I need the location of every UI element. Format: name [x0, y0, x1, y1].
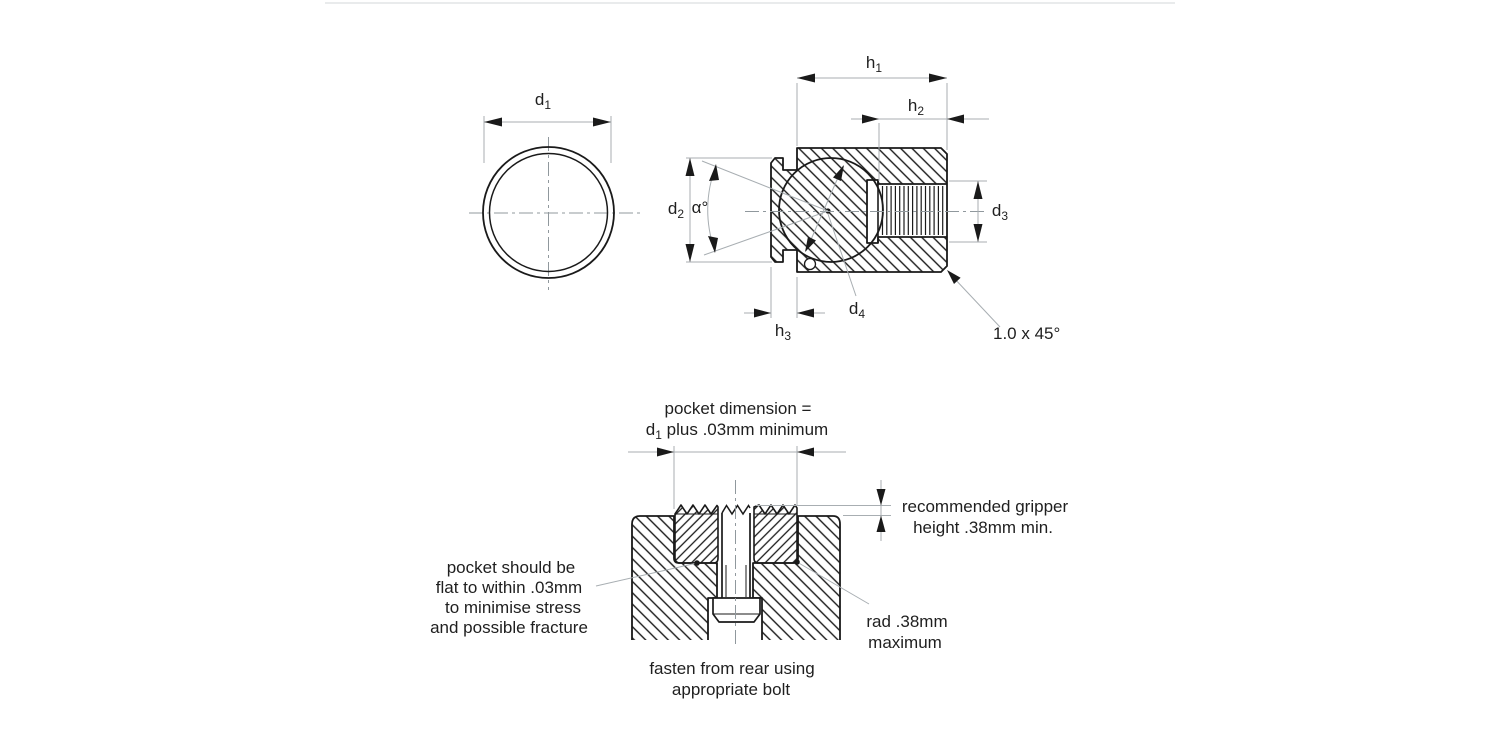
label-d3: d3 — [991, 201, 1009, 223]
label-h1: h1 — [865, 53, 883, 75]
chamfer-leader — [947, 270, 1001, 328]
bolt-head — [712, 597, 761, 623]
dim-h3 — [744, 267, 825, 318]
workpiece-left-fill — [632, 516, 717, 640]
label-h3: h3 — [774, 321, 792, 343]
radius-leader — [794, 559, 870, 605]
label-chamfer-note: 1.0 x 45° — [993, 324, 1061, 343]
gripper-height-note-line2: height .38mm min. — [913, 518, 1053, 537]
dim-d2 — [685, 157, 772, 263]
radius-note-line2: maximum — [868, 633, 942, 652]
serrations-over-bolt — [721, 504, 751, 516]
dim-h2 — [851, 114, 989, 181]
dim-d4 — [805, 165, 857, 297]
gripper-height-note-line1: recommended gripper — [901, 497, 1069, 516]
label-d2: d2 — [667, 199, 685, 221]
dim-alpha — [701, 160, 829, 256]
flatness-leader — [595, 560, 700, 587]
inner-diameter-circle — [488, 152, 609, 273]
bolt — [712, 513, 761, 623]
outer-diameter-circle — [482, 146, 615, 279]
ball-seat-relief — [803, 257, 817, 271]
pocket-dimension-note-line2: d1 plus .03mm minimum — [645, 420, 829, 442]
gripper-ball — [778, 157, 884, 263]
flatness-note-line3: to minimise stress — [444, 598, 582, 617]
front-view-centerlines — [469, 137, 640, 290]
front-view-art — [469, 116, 640, 290]
dim-d1 — [483, 116, 612, 163]
dim-gripper-height — [756, 480, 891, 541]
flatness-note-line2: flat to within .03mm — [435, 578, 583, 597]
label-h2: h2 — [907, 96, 925, 118]
section-view-art — [685, 73, 1001, 328]
dim-pocket — [628, 446, 846, 509]
fastening-note-line2: appropriate bolt — [671, 680, 791, 699]
label-d1: d1 — [534, 90, 552, 112]
flatness-note-line4: and possible fracture — [430, 618, 588, 637]
gripper-insert-left — [674, 504, 719, 564]
dim-h1 — [796, 73, 948, 150]
internal-threads — [881, 186, 944, 235]
fastening-note-line1: fasten from rear using — [649, 659, 815, 678]
flatness-note-line1: pocket should be — [446, 558, 576, 577]
workpiece-right-fill — [753, 516, 840, 640]
dim-d3 — [949, 180, 987, 243]
pocket-dimension-note-line1: pocket dimension = — [664, 399, 812, 418]
installation-view-art — [595, 446, 891, 648]
label-alpha: α° — [691, 198, 709, 217]
label-d4: d4 — [848, 299, 866, 321]
radius-note-line1: rad .38mm — [866, 612, 948, 631]
page-top-rule — [325, 2, 1175, 4]
